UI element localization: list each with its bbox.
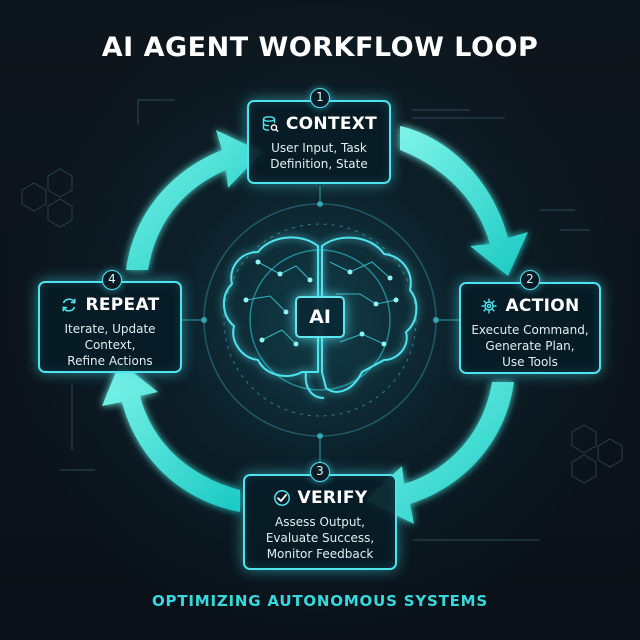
step-title: VERIFY (297, 488, 368, 508)
step-title: REPEAT (85, 295, 160, 315)
hexagon-decoration-right (571, 424, 623, 484)
ai-chip-label: AI (295, 296, 345, 338)
description-line: Refine Actions (67, 354, 153, 368)
step-repeat-card: REPEAT Iterate, Update Context, Refine A… (38, 281, 182, 373)
step-action-card: ACTION Execute Command, Generate Plan, U… (459, 282, 601, 374)
step-number-badge: 3 (310, 462, 330, 482)
description-line: Monitor Feedback (266, 547, 374, 561)
brain-icon (223, 236, 418, 399)
step-description: User Input, Task Definition, State (249, 140, 389, 172)
ring-connectors (182, 186, 459, 474)
arrow-repeat-to-context (126, 130, 262, 270)
circuit-lines (60, 99, 590, 541)
database-search-icon (262, 116, 279, 132)
description-line: Use Tools (502, 355, 558, 369)
brain-circuits (245, 261, 397, 345)
description-line: Context, (84, 338, 136, 352)
step-description: Iterate, Update Context, Refine Actions (40, 321, 180, 369)
step-number-badge: 2 (520, 270, 540, 290)
step-context-card: CONTEXT User Input, Task Definition, Sta… (247, 100, 391, 184)
arrow-context-to-action (400, 126, 528, 276)
description-line: Execute Command, (471, 323, 589, 337)
description-line: Evaluate Success, (265, 531, 375, 545)
brain-nodes (243, 259, 399, 347)
gear-icon (481, 298, 497, 314)
description-line: Iterate, Update (64, 322, 156, 336)
description-line: User Input, Task (271, 141, 367, 155)
description-line: Generate Plan, (485, 339, 575, 353)
hexagon-decoration-left (21, 168, 73, 228)
refresh-icon (62, 298, 77, 312)
step-title: ACTION (505, 296, 580, 316)
step-description: Assess Output, Evaluate Success, Monitor… (245, 514, 395, 562)
page-title: AI AGENT WORKFLOW LOOP (101, 32, 539, 63)
step-title: CONTEXT (285, 114, 378, 134)
description-line: Definition, State (270, 157, 368, 171)
step-number-badge: 1 (310, 88, 330, 108)
description-line: Assess Output, (275, 515, 365, 529)
check-circle-icon (273, 490, 290, 506)
step-description: Execute Command, Generate Plan, Use Tool… (461, 322, 599, 370)
step-verify-card: VERIFY Assess Output, Evaluate Success, … (243, 474, 397, 570)
subtitle: OPTIMIZING AUTONOMOUS SYSTEMS (152, 592, 488, 610)
arrow-verify-to-repeat (102, 362, 240, 512)
arrow-action-to-verify (366, 382, 514, 524)
step-number-badge: 4 (102, 270, 122, 290)
cycle-arrows (102, 126, 528, 524)
